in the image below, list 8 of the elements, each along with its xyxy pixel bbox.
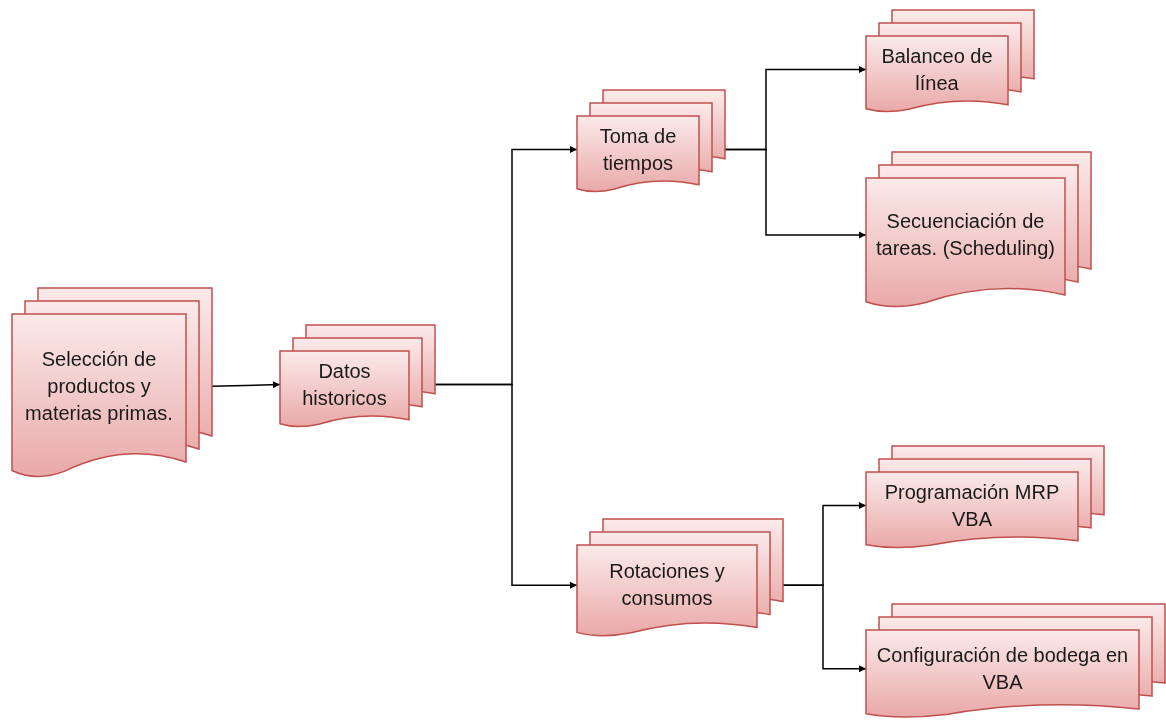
- node-label: Configuración de bodega en VBA: [875, 642, 1130, 695]
- node-label: Programación MRP VBA: [883, 479, 1061, 532]
- node-label: Balanceo de línea: [880, 43, 994, 96]
- node-label: Datos historicos: [301, 358, 388, 411]
- node-label: Toma de tiempos: [598, 123, 678, 176]
- node-label: Selección de productos y materias primas.: [24, 346, 174, 426]
- node-label: Secuenciación de tareas. (Scheduling): [875, 209, 1056, 262]
- node-label: Rotaciones y consumos: [608, 559, 726, 612]
